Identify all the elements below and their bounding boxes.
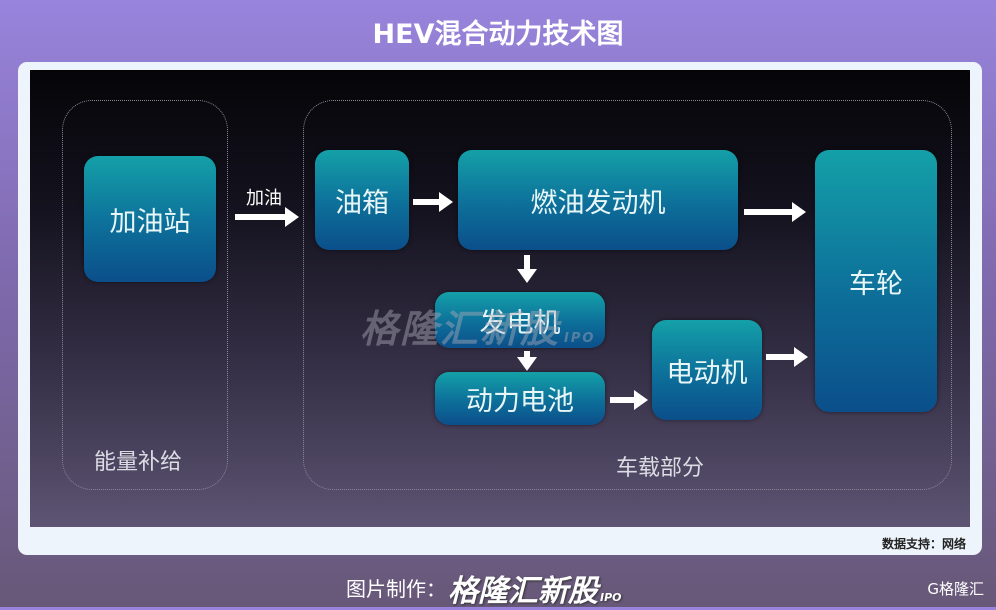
brand-text: 格隆汇新股 bbox=[448, 574, 598, 609]
edge-label-fuel: 加油 bbox=[246, 188, 282, 209]
watermark-sub: IPO bbox=[564, 331, 596, 346]
hev-diagram: 能量补给 车载部分 加油站 加油 油箱 燃油发动机 车轮 发电机 动力电池 电动… bbox=[30, 70, 970, 527]
node-wheels: 车轮 bbox=[815, 150, 937, 412]
node-battery: 动力电池 bbox=[435, 372, 605, 425]
vehicle-group-label: 车载部分 bbox=[616, 456, 705, 481]
arrow-right-icon bbox=[235, 207, 299, 227]
watermark-text: 格隆汇新股 bbox=[360, 307, 561, 351]
arrow-right-icon bbox=[413, 192, 453, 212]
energy-group-label: 能量补给 bbox=[94, 450, 183, 475]
node-station: 加油站 bbox=[84, 156, 216, 282]
energy-group bbox=[62, 100, 228, 490]
vehicle-group bbox=[303, 100, 952, 490]
arrow-right-icon bbox=[744, 202, 806, 222]
page-title: HEV混合动力技术图 bbox=[372, 19, 624, 50]
node-engine: 燃油发动机 bbox=[458, 150, 738, 250]
node-tank: 油箱 bbox=[315, 150, 409, 250]
arrow-down-icon bbox=[517, 351, 537, 371]
arrow-down-icon bbox=[517, 255, 537, 283]
source-note: 数据支持：网络 bbox=[881, 537, 966, 551]
footer-label: 图片制作： bbox=[346, 577, 446, 601]
brand-sub: IPO bbox=[600, 591, 622, 604]
arrow-right-icon bbox=[766, 347, 808, 367]
corner-logo: G格隆汇 bbox=[927, 580, 984, 598]
arrow-right-icon bbox=[610, 390, 648, 410]
node-motor: 电动机 bbox=[652, 320, 762, 420]
node-generator: 发电机 bbox=[435, 292, 605, 348]
